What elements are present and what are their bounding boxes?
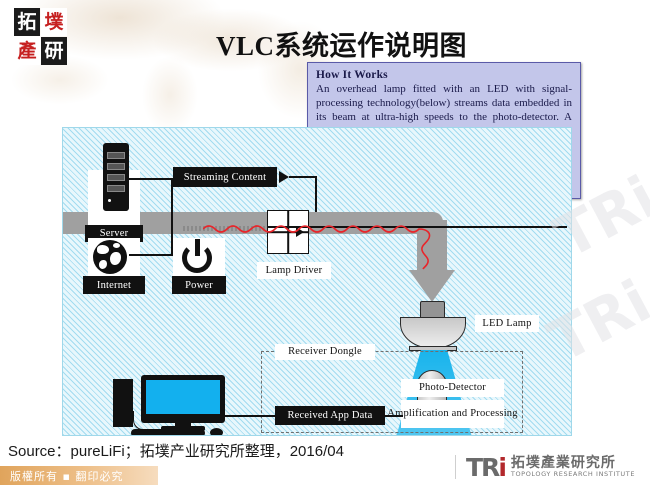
label-server: Server	[85, 225, 143, 242]
label-received-app-data: Received App Data	[275, 406, 385, 425]
label-led-lamp: LED Lamp	[475, 315, 539, 332]
source-citation: Source：pureLiFi；拓墣产业研究所整理，2016/04	[8, 443, 344, 460]
callout-heading: How It Works	[316, 69, 388, 81]
power-button-icon	[182, 239, 216, 273]
tri-wordmark: TRi	[466, 452, 507, 482]
wire-data-right	[385, 415, 403, 417]
tri-name-en: TOPOLOGY RESEARCH INSTITUTE	[510, 469, 636, 478]
label-receiver-dongle: Receiver Dongle	[275, 344, 375, 360]
wire-to-driver-top	[289, 176, 317, 178]
label-streaming-content: Streaming Content	[173, 167, 277, 187]
label-amplification-processing: Amplification and Processing	[387, 400, 518, 428]
label-lamp-driver: Lamp Driver	[257, 262, 331, 279]
server-rack-icon	[103, 143, 129, 211]
page-title: VLC系统运作说明图	[216, 31, 468, 61]
seal-char-2: 墣	[41, 8, 67, 36]
tri-mark-tr: TR	[466, 452, 500, 482]
wire-signal-line	[267, 226, 567, 228]
wire-server-down	[171, 178, 173, 256]
footer-divider	[455, 455, 456, 479]
wire-server-out	[129, 178, 173, 180]
label-internet: Internet	[83, 276, 145, 294]
wire-data-left	[209, 415, 277, 417]
seal-char-3: 產	[14, 37, 40, 65]
globe-icon	[93, 240, 127, 274]
ceiling-band	[63, 212, 435, 234]
led-lamp-icon	[400, 317, 466, 349]
wire-to-driver-down	[315, 176, 317, 212]
tri-footer-logo: TRi 拓墣產業研究所 TOPOLOGY RESEARCH INSTITUTE	[466, 453, 642, 481]
tri-name-cn: 拓墣產業研究所	[510, 454, 616, 471]
red-wave-signal-icon	[203, 225, 431, 270]
seal-char-4: 研	[41, 37, 67, 65]
tri-mark-i: i	[498, 452, 506, 482]
arrow-streaming-out	[279, 171, 289, 183]
lamp-driver-box	[267, 210, 309, 254]
desktop-computer-icon	[113, 375, 231, 435]
label-photo-detector: Photo-Detector	[401, 379, 504, 397]
label-power: Power	[172, 276, 226, 294]
receiver-dongle-box	[261, 351, 523, 433]
dotted-signal-feed	[183, 226, 269, 231]
copyright-bar: 版權所有 ▪ 翻印必究	[0, 466, 158, 485]
tri-seal-logo: 拓 墣 產 研	[14, 8, 68, 66]
seal-char-1: 拓	[14, 8, 40, 36]
vlc-system-diagram: Server Internet Power Streaming Content …	[62, 127, 572, 436]
wire-internet-in	[129, 254, 173, 256]
